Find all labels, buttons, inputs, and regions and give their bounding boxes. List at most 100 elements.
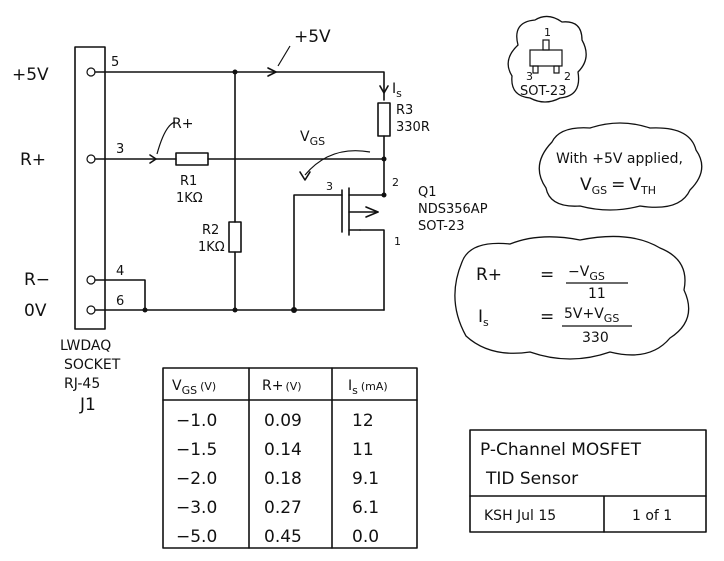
title-line1: P-Channel MOSFET — [480, 440, 642, 460]
junction-source — [381, 156, 387, 162]
connector-name-line2: SOCKET — [64, 357, 121, 373]
rail-5v-label: +5V — [294, 27, 331, 47]
junction-r2-gnd — [232, 307, 238, 313]
pin-4-terminal — [86, 275, 96, 285]
table-cell: −1.5 — [176, 440, 217, 460]
r1-ref: R1 — [180, 174, 197, 189]
rail-arrow — [267, 67, 277, 77]
formula1-eq: = — [540, 265, 554, 285]
table-cell: 12 — [352, 411, 374, 431]
title-author: KSH Jul 15 — [484, 508, 556, 524]
junction-rminus — [142, 307, 148, 313]
pin-label-5v: +5V — [12, 65, 49, 85]
table-cell: 0.0 — [352, 527, 379, 547]
r2-body — [228, 221, 242, 253]
q1-part: NDS356AP — [418, 202, 488, 217]
r2-ref: R2 — [202, 223, 219, 238]
pin-label-0v: 0V — [24, 301, 47, 321]
pin-3-terminal — [86, 154, 96, 164]
vgs-label: VGS — [300, 129, 325, 148]
pin-number-5: 5 — [111, 55, 119, 70]
rail-label-leader — [277, 45, 291, 67]
connector-j1: +5V R+ R− 0V 5 3 4 6 LWDAQ SOCKET RJ-45 … — [12, 46, 124, 415]
table-header-is: Is(mA) — [348, 378, 388, 397]
sot23-pin3: 3 — [526, 70, 533, 83]
q1-pin-drain: 1 — [394, 235, 401, 248]
vgs-curve — [304, 150, 371, 176]
table-cell: 11 — [352, 440, 374, 460]
table-cell: 0.18 — [264, 469, 302, 489]
resistor-r1: R1 1KΩ — [175, 152, 209, 206]
pin-label-rplus: R+ — [20, 150, 46, 170]
formula1-den: 11 — [588, 286, 606, 302]
r1-body — [175, 152, 209, 166]
table-cell: −1.0 — [176, 411, 217, 431]
resistor-r3: R3 330R — [377, 102, 430, 137]
wire-drain — [359, 229, 385, 311]
title-block-dividers — [469, 495, 707, 533]
pin-number-6: 6 — [116, 294, 124, 309]
table-cell: 0.14 — [264, 440, 302, 460]
formula2-lhs: Is — [478, 307, 489, 329]
connector-name-line1: LWDAQ — [60, 338, 111, 354]
r1-value: 1KΩ — [176, 191, 203, 206]
table-columns — [248, 367, 333, 549]
table-cell: 9.1 — [352, 469, 379, 489]
r3-ref: R3 — [396, 103, 413, 118]
note-line1: With +5V applied, — [556, 151, 683, 167]
formula-cloud: R+ = −VGS 11 Is = 5V+VGS 330 — [454, 235, 690, 360]
note-cloud: With +5V applied, VGS=VTH — [538, 122, 703, 211]
title-block: P-Channel MOSFET TID Sensor KSH Jul 15 1… — [469, 429, 707, 533]
table-frame — [162, 367, 418, 549]
data-table: VGS(V) R+(V) Is(mA) −1.0 0.09 12 −1.5 0.14 11… — [162, 367, 418, 549]
wire-5v-rail — [94, 71, 385, 101]
sot23-label: SOT-23 — [520, 84, 566, 99]
r3-body — [377, 102, 391, 137]
formula2-num: 5V+VGS — [564, 306, 619, 325]
table-body: −1.0 0.09 12 −1.5 0.14 11 −2.0 0.18 9.1 −3.0 0.27 6… — [176, 411, 379, 547]
q1-package: SOT-23 — [418, 219, 464, 234]
sot23-pin-top — [542, 39, 550, 51]
sot23-pin-left — [532, 65, 539, 74]
connector-name-line4: J1 — [79, 395, 96, 415]
table-cell: 6.1 — [352, 498, 379, 518]
rplus-leader — [156, 121, 176, 155]
sot23-pin1: 1 — [544, 26, 551, 39]
table-header-vgs: VGS(V) — [172, 378, 216, 397]
sot23-pin2: 2 — [564, 70, 571, 83]
table-cell: 0.27 — [264, 498, 302, 518]
formula2-eq: = — [540, 307, 554, 327]
table-cell: −5.0 — [176, 527, 217, 547]
r2-value: 1KΩ — [198, 240, 225, 255]
note-outline — [538, 122, 703, 211]
table-cell: 0.45 — [264, 527, 302, 547]
current-arrow — [379, 85, 389, 94]
q1-pin-gate: 3 — [326, 180, 333, 193]
sot23-body — [529, 49, 563, 67]
table-cell: 0.09 — [264, 411, 302, 431]
wire-rminus — [94, 279, 146, 311]
vgs-arrow — [299, 171, 311, 181]
table-cell: −2.0 — [176, 469, 217, 489]
sot23-pin-right — [553, 65, 560, 74]
sot23-outline — [507, 15, 587, 103]
q1-ref: Q1 — [418, 185, 437, 200]
pin-number-3: 3 — [116, 142, 124, 157]
formula2-den: 330 — [582, 330, 609, 346]
q1-arrow — [365, 206, 379, 218]
resistor-r2: R2 1KΩ — [198, 221, 242, 255]
title-block-frame — [469, 429, 707, 533]
table-header-rplus: R+(V) — [262, 378, 302, 394]
mosfet-q1: 3 2 1 Q1 NDS356AP SOT-23 — [326, 176, 488, 248]
pin-6-terminal — [86, 305, 96, 315]
note-line2: VGS=VTH — [580, 175, 656, 197]
table-cell: −3.0 — [176, 498, 217, 518]
wires — [94, 67, 389, 313]
connector-body — [74, 46, 106, 330]
pin-label-rminus: R− — [24, 270, 50, 290]
wire-gate — [293, 194, 343, 311]
formula-outline — [454, 235, 690, 360]
connector-name-line3: RJ-45 — [64, 376, 100, 392]
pin-number-4: 4 — [116, 264, 124, 279]
